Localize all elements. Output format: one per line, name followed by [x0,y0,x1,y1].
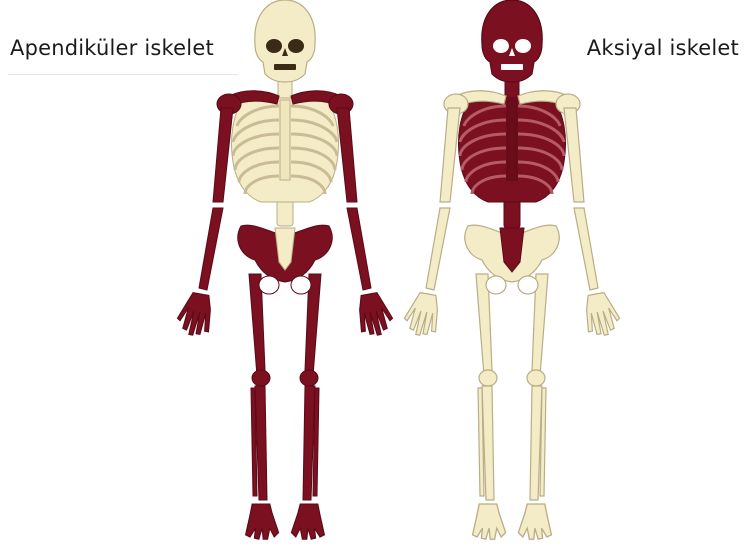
right-skeleton-skull [482,0,542,82]
left-skeleton-ribcage [232,98,339,202]
left-skeleton-skull [255,0,315,82]
left-skeleton-legs [246,274,325,539]
right-skeleton-ribcage [459,98,566,202]
axial-skeleton [402,0,622,539]
appendicular-skeleton [175,0,395,539]
right-skeleton-legs [473,274,552,539]
